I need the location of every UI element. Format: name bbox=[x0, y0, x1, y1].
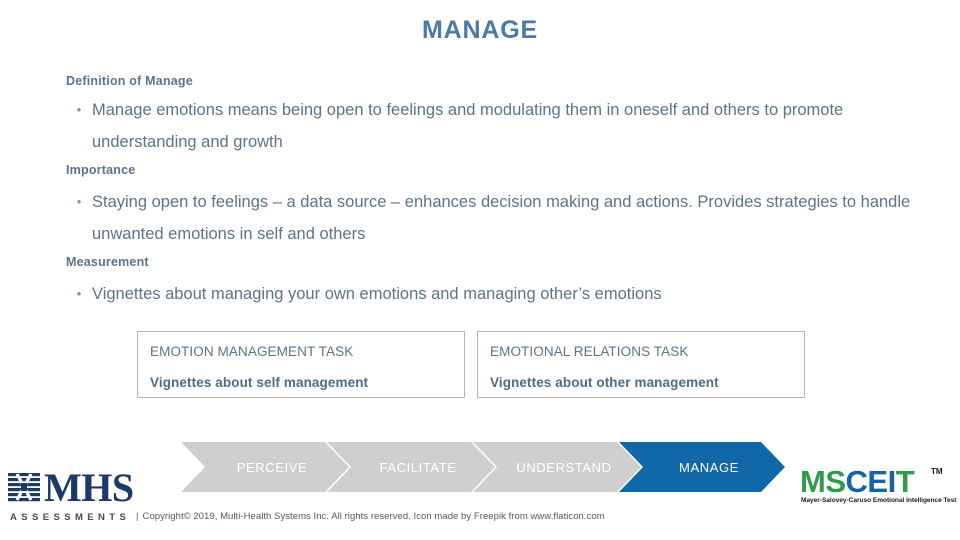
bullet-importance: • Staying open to feelings – a data sour… bbox=[66, 186, 946, 250]
process-step-facilitate[interactable]: FACILITATE bbox=[327, 442, 495, 492]
process-step-perceive[interactable]: PERCEIVE bbox=[181, 442, 349, 492]
process-step-label: PERCEIVE bbox=[236, 459, 308, 475]
footer-separator: | bbox=[136, 511, 139, 522]
msceit-trademark-icon: TM bbox=[931, 467, 943, 476]
copyright-text: Copyright© 2019, Multi-Health Systems In… bbox=[142, 511, 605, 522]
mhs-wordmark: MHS bbox=[44, 465, 134, 510]
page-title: MANAGE bbox=[422, 16, 538, 44]
task-box-emotional-relations: EMOTIONAL RELATIONS TASK Vignettes about… bbox=[477, 331, 805, 398]
msceit-letter-e: E bbox=[867, 464, 888, 499]
task-box-title: EMOTIONAL RELATIONS TASK bbox=[490, 344, 689, 359]
process-step-label: MANAGE bbox=[679, 459, 739, 475]
process-chevron-bar: PERCEIVE FACILITATE UNDERSTAND MANAGE bbox=[181, 442, 785, 492]
bullet-dot-icon: • bbox=[76, 102, 82, 117]
msceit-letter-s: S bbox=[825, 464, 846, 499]
bullet-definition: • Manage emotions means being open to fe… bbox=[66, 94, 946, 158]
bullet-definition-text: Manage emotions means being open to feel… bbox=[92, 101, 844, 151]
mhs-tagline: ASSESSMENTS bbox=[10, 512, 131, 523]
process-step-label: FACILITATE bbox=[379, 459, 457, 475]
task-box-subtitle: Vignettes about other management bbox=[490, 375, 719, 390]
msceit-letter-i: I bbox=[887, 464, 897, 499]
mhs-striped-square-icon bbox=[8, 473, 40, 502]
bullet-measurement-text: Vignettes about managing your own emotio… bbox=[92, 285, 662, 303]
task-box-subtitle: Vignettes about self management bbox=[150, 375, 369, 390]
msceit-letter-t: T bbox=[895, 464, 915, 499]
msceit-logo: MSCEIT TM Mayer-Salovey-Caruso Emotional… bbox=[800, 464, 956, 512]
bullet-dot-icon: • bbox=[76, 286, 82, 301]
task-box-title: EMOTION MANAGEMENT TASK bbox=[150, 344, 354, 359]
process-step-manage[interactable]: MANAGE bbox=[619, 442, 785, 492]
msceit-wordmark: MSCEIT bbox=[800, 464, 915, 499]
mhs-logo: MHS ASSESSMENTS bbox=[8, 466, 158, 532]
bullet-dot-icon: • bbox=[76, 194, 82, 209]
process-step-understand[interactable]: UNDERSTAND bbox=[473, 442, 641, 492]
msceit-letter-c: C bbox=[845, 464, 868, 499]
bullet-measurement: • Vignettes about managing your own emot… bbox=[66, 278, 946, 310]
section-heading-definition: Definition of Manage bbox=[66, 74, 193, 88]
section-heading-measurement: Measurement bbox=[66, 255, 149, 269]
bullet-importance-text: Staying open to feelings – a data source… bbox=[92, 193, 911, 243]
task-box-emotion-management: EMOTION MANAGEMENT TASK Vignettes about … bbox=[137, 331, 465, 398]
section-heading-importance: Importance bbox=[66, 163, 136, 177]
msceit-tagline: Mayer-Salovey-Caruso Emotional Intellige… bbox=[801, 497, 957, 504]
process-step-label: UNDERSTAND bbox=[516, 459, 612, 475]
copyright-line: |Copyright© 2019, Multi-Health Systems I… bbox=[136, 511, 605, 522]
msceit-letter-m: M bbox=[800, 464, 826, 499]
